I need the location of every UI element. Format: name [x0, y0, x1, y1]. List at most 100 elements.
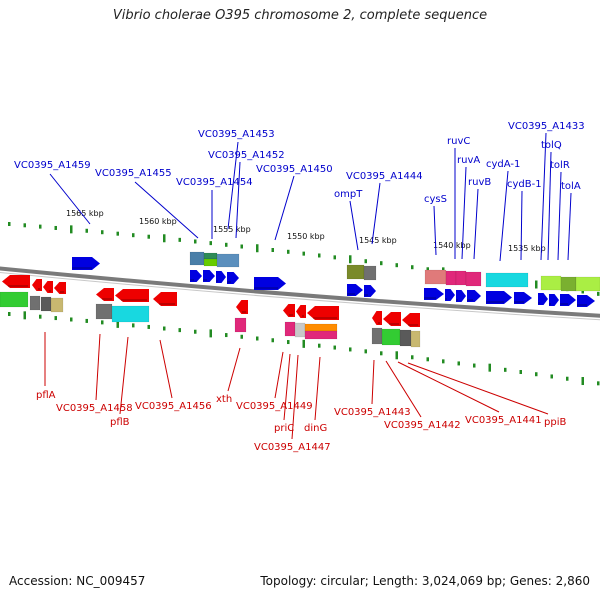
gene-block	[50, 297, 64, 313]
gene-arrow	[560, 294, 576, 306]
gene-arrow	[307, 306, 339, 320]
scale-tick	[349, 347, 352, 352]
scale-tick	[23, 223, 26, 228]
gene-block	[40, 296, 52, 312]
gene-arrow	[514, 292, 532, 304]
scale-tick	[333, 345, 336, 350]
gene-arrow	[486, 291, 512, 304]
gene-arrow	[402, 313, 420, 327]
gene-arrow-shade	[289, 314, 293, 316]
gene-label-top: tolQ	[541, 140, 562, 151]
leader-line	[433, 205, 437, 256]
gene-arrow	[227, 272, 239, 284]
gene-block	[0, 291, 29, 308]
scale-tick	[426, 267, 429, 272]
gene-block	[485, 272, 529, 288]
scale-tick	[581, 377, 584, 386]
gene-arrow-shade	[313, 317, 337, 319]
leader-line	[547, 151, 552, 261]
gene-label-bottom: VC0395_A1456	[135, 401, 212, 412]
scale-tick	[504, 367, 507, 372]
leader-line	[499, 170, 509, 262]
scale-tick	[349, 255, 352, 264]
gene-arrow	[467, 290, 481, 302]
scale-tick	[318, 343, 321, 348]
leader-line	[371, 359, 375, 405]
scale-tick	[225, 333, 228, 338]
scale-tick	[271, 248, 274, 253]
scale-label: 1540 kbp	[433, 241, 471, 250]
gene-block	[346, 264, 365, 280]
gene-block	[575, 276, 600, 292]
gene-arrow-shade	[49, 290, 51, 292]
gene-label-top: ruvA	[457, 155, 480, 166]
gene-label-bottom: VC0395_A1443	[334, 407, 411, 418]
scale-tick	[8, 222, 11, 226]
scale-tick	[178, 237, 181, 242]
gene-arrow	[190, 270, 202, 282]
gene-arrow-shade	[190, 279, 194, 281]
gene-label-bottom: pflB	[110, 417, 130, 428]
gene-arrow-shade	[347, 293, 355, 295]
gene-block	[304, 330, 338, 340]
scale-tick	[411, 265, 414, 270]
gene-arrow-shade	[102, 298, 112, 300]
scale-label: 1555 kbp	[213, 225, 251, 234]
gene-block	[410, 330, 421, 348]
gene-label-top: ruvB	[468, 177, 491, 188]
gene-arrow-shade	[577, 304, 587, 306]
gene-label-bottom: pflA	[36, 390, 56, 401]
scale-label: 1535 kbp	[508, 244, 546, 253]
gene-block	[203, 258, 218, 267]
scale-label: 1560 kbp	[139, 217, 177, 226]
gene-block	[363, 265, 377, 281]
gene-arrow-shade	[486, 301, 504, 303]
scale-tick	[535, 280, 538, 289]
gene-arrow-shade	[389, 323, 399, 325]
gene-arrow-shade	[408, 324, 418, 326]
gene-arrow	[203, 270, 215, 282]
gene-arrow-shade	[549, 303, 551, 305]
leader-line	[371, 182, 381, 245]
leader-line	[274, 351, 284, 399]
gene-label-bottom: ppiB	[544, 417, 566, 428]
gene-label-top: cydB-1	[507, 179, 542, 190]
scale-tick	[116, 319, 119, 328]
leader-line	[119, 336, 129, 415]
gene-arrow	[283, 304, 295, 317]
scale-tick	[194, 329, 197, 334]
scale-tick	[39, 314, 42, 319]
scale-tick	[442, 359, 445, 364]
scale-tick	[535, 372, 538, 377]
leader-line	[235, 161, 241, 239]
gene-block	[29, 295, 41, 311]
gene-arrow-shade	[424, 297, 436, 299]
gene-arrow	[72, 257, 100, 270]
gene-arrow	[96, 288, 114, 301]
scale-tick	[240, 244, 243, 249]
gene-label-top: tolA	[561, 181, 581, 192]
scale-tick	[271, 338, 274, 343]
gene-block	[304, 323, 338, 332]
scale-tick	[194, 239, 197, 244]
gene-arrow	[456, 290, 466, 302]
scale-tick	[302, 251, 305, 256]
gene-label-bottom: VC0395_A1442	[384, 420, 461, 431]
gene-block	[560, 276, 577, 292]
scale-tick	[395, 351, 398, 360]
gene-arrow-shade	[121, 299, 147, 301]
gene-arrow	[236, 300, 248, 314]
scale-tick	[380, 351, 383, 356]
gene-label-top: VC0395_A1452	[208, 150, 285, 161]
gene-block	[203, 252, 218, 260]
gene-arrow-shade	[514, 301, 524, 303]
gene-label-top: VC0395_A1453	[198, 129, 275, 140]
gene-arrow	[577, 295, 595, 307]
gene-arrow	[549, 294, 559, 306]
gene-label-top: VC0395_A1454	[176, 177, 253, 188]
scale-tick	[395, 263, 398, 268]
scale-tick	[54, 316, 57, 321]
scale-tick	[566, 376, 569, 381]
gene-arrow	[254, 277, 286, 290]
scale-tick	[287, 249, 290, 254]
